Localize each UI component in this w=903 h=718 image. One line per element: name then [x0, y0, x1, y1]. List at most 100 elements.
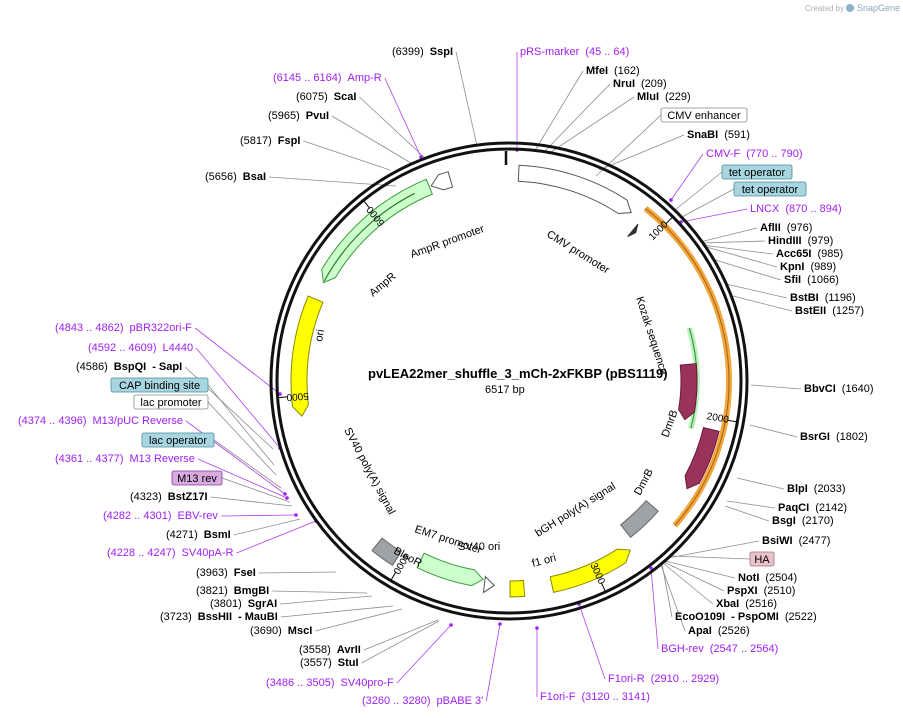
site-label-part: (6145 .. 6164)	[273, 72, 342, 84]
site-label: (3821) BmgBI	[196, 585, 269, 597]
leader-line	[726, 500, 776, 509]
site-label-part: (591)	[724, 129, 750, 141]
site-label-part: (2522)	[785, 611, 817, 623]
site-label-part: (162)	[614, 65, 640, 77]
site-label-part: BmgBI	[234, 585, 269, 597]
site-label-part: F1ori-R	[608, 673, 645, 685]
ring-tick	[600, 582, 607, 593]
site-label-part: pBR322ori-F	[130, 322, 193, 334]
feature-label: EM7 promoter	[413, 523, 483, 556]
leader-line	[210, 496, 293, 507]
site-label-part: BstZ17I	[168, 491, 208, 503]
site-label-part: BlpI	[787, 483, 808, 495]
feature-ampr-promoter	[430, 171, 454, 191]
ring-tick	[363, 200, 371, 209]
site-label-part: AvrII	[337, 644, 361, 656]
site-label-part: pRS-marker	[520, 46, 580, 58]
feature-bgh-poly-a-signal	[619, 499, 659, 539]
site-label-part: MfeI	[586, 65, 608, 77]
site-label-part: SnaBI	[687, 129, 718, 141]
site-label-part: (3690)	[250, 625, 282, 637]
leader-line	[221, 514, 297, 517]
site-label-part: (3486 .. 3505)	[266, 677, 335, 689]
site-label-part: EcoO109I	[675, 611, 725, 623]
site-label-part: (3821)	[196, 585, 228, 597]
site-label-part: ApaI	[688, 625, 712, 637]
site-label: (4843 .. 4862) pBR322ori-F	[55, 322, 192, 334]
feature-label: ori	[313, 328, 327, 342]
feature-cmv-promoter	[517, 164, 632, 214]
boxed-label-frame	[749, 551, 775, 567]
site-label-part: (5965)	[268, 110, 300, 122]
site-label: NruI(209)	[613, 78, 667, 90]
leader-line	[663, 561, 725, 592]
site-label-part: (4323)	[130, 491, 162, 503]
leader-line	[547, 96, 635, 155]
site-label-part: SspI	[430, 46, 453, 58]
leader-line	[711, 258, 782, 281]
leader-line	[660, 564, 686, 632]
site-label: BsgI(2170)	[772, 515, 834, 527]
feature-ampr	[321, 178, 434, 284]
ring-tick-label: 5000	[286, 390, 309, 403]
site-label: XbaI(2516)	[716, 598, 777, 610]
credit-text: Created by	[805, 4, 844, 13]
feature-label: bGH poly(A) signal	[533, 480, 618, 539]
site-label-part: (1257)	[832, 305, 864, 317]
site-label: (3690)MscI	[250, 625, 312, 637]
site-label-part: PaqCI	[778, 502, 809, 514]
boxed-label: CAP binding site	[110, 377, 209, 393]
site-label-part: (3120 .. 3141)	[581, 691, 650, 703]
site-label: (6145 .. 6164) Amp-R	[273, 72, 382, 84]
site-label-part: (4843 .. 4862)	[55, 322, 124, 334]
leader-line	[732, 295, 793, 312]
site-label: (3963)FseI	[196, 567, 256, 579]
site-label-part: (3723)	[160, 611, 192, 623]
ring-tick-label: 2000	[706, 411, 730, 426]
site-label: (5965)PvuI	[268, 110, 329, 122]
boxed-label-text: CAP binding site	[119, 380, 200, 392]
site-label-part: (3801)	[210, 598, 242, 610]
site-label-part: (1802)	[836, 431, 868, 443]
site-label: (3801)SgrAI	[210, 598, 277, 610]
site-label-part: M13 Reverse	[130, 453, 195, 465]
site-label: PspXI(2510)	[727, 585, 795, 597]
primer-marker	[294, 513, 298, 517]
feature-em7-promoter	[482, 575, 496, 594]
boxed-label: lac operator	[141, 432, 215, 448]
leader-line	[331, 115, 412, 164]
site-label: (4323) BstZ17I	[130, 491, 208, 503]
site-label-part: M13/pUC Reverse	[93, 415, 183, 427]
site-label: (3558)AvrII	[299, 644, 361, 656]
feature-label: DmrB	[632, 467, 656, 497]
site-label-part: (4374 .. 4396)	[18, 415, 87, 427]
primer-marker	[283, 492, 287, 496]
leader-line	[699, 227, 758, 243]
boxed-label-frame	[141, 432, 215, 448]
site-label-part: BspQI	[114, 361, 146, 373]
leader-line	[258, 571, 337, 574]
leader-lines	[184, 51, 802, 702]
site-label-part: (2910 .. 2929)	[651, 673, 720, 685]
site-label-part: (4282 .. 4301)	[103, 510, 172, 522]
leader-line	[303, 140, 391, 171]
leader-line	[667, 540, 760, 559]
site-label-part: BbvCI	[804, 383, 836, 395]
feature-label: f1 ori	[531, 552, 558, 570]
feature-sv40-ori	[509, 579, 526, 598]
site-label: (5817)FspI	[240, 135, 300, 147]
site-label-part: (4592 .. 4609)	[88, 342, 157, 354]
leader-line	[221, 477, 291, 503]
site-label-part: Amp-R	[348, 72, 382, 84]
snapgene-logo-icon	[846, 4, 854, 12]
site-label-part: Acc65I	[776, 248, 811, 260]
site-label: MfeI (162)	[586, 65, 640, 77]
boxed-label: tet operator	[733, 181, 807, 197]
ring-tick	[727, 419, 738, 423]
site-label-part: - SapI	[152, 361, 182, 373]
feature-label: CMV promoter	[544, 228, 611, 276]
backbone-outer	[269, 141, 749, 621]
boxed-label-frame	[660, 107, 748, 123]
primer-marker	[498, 622, 502, 626]
